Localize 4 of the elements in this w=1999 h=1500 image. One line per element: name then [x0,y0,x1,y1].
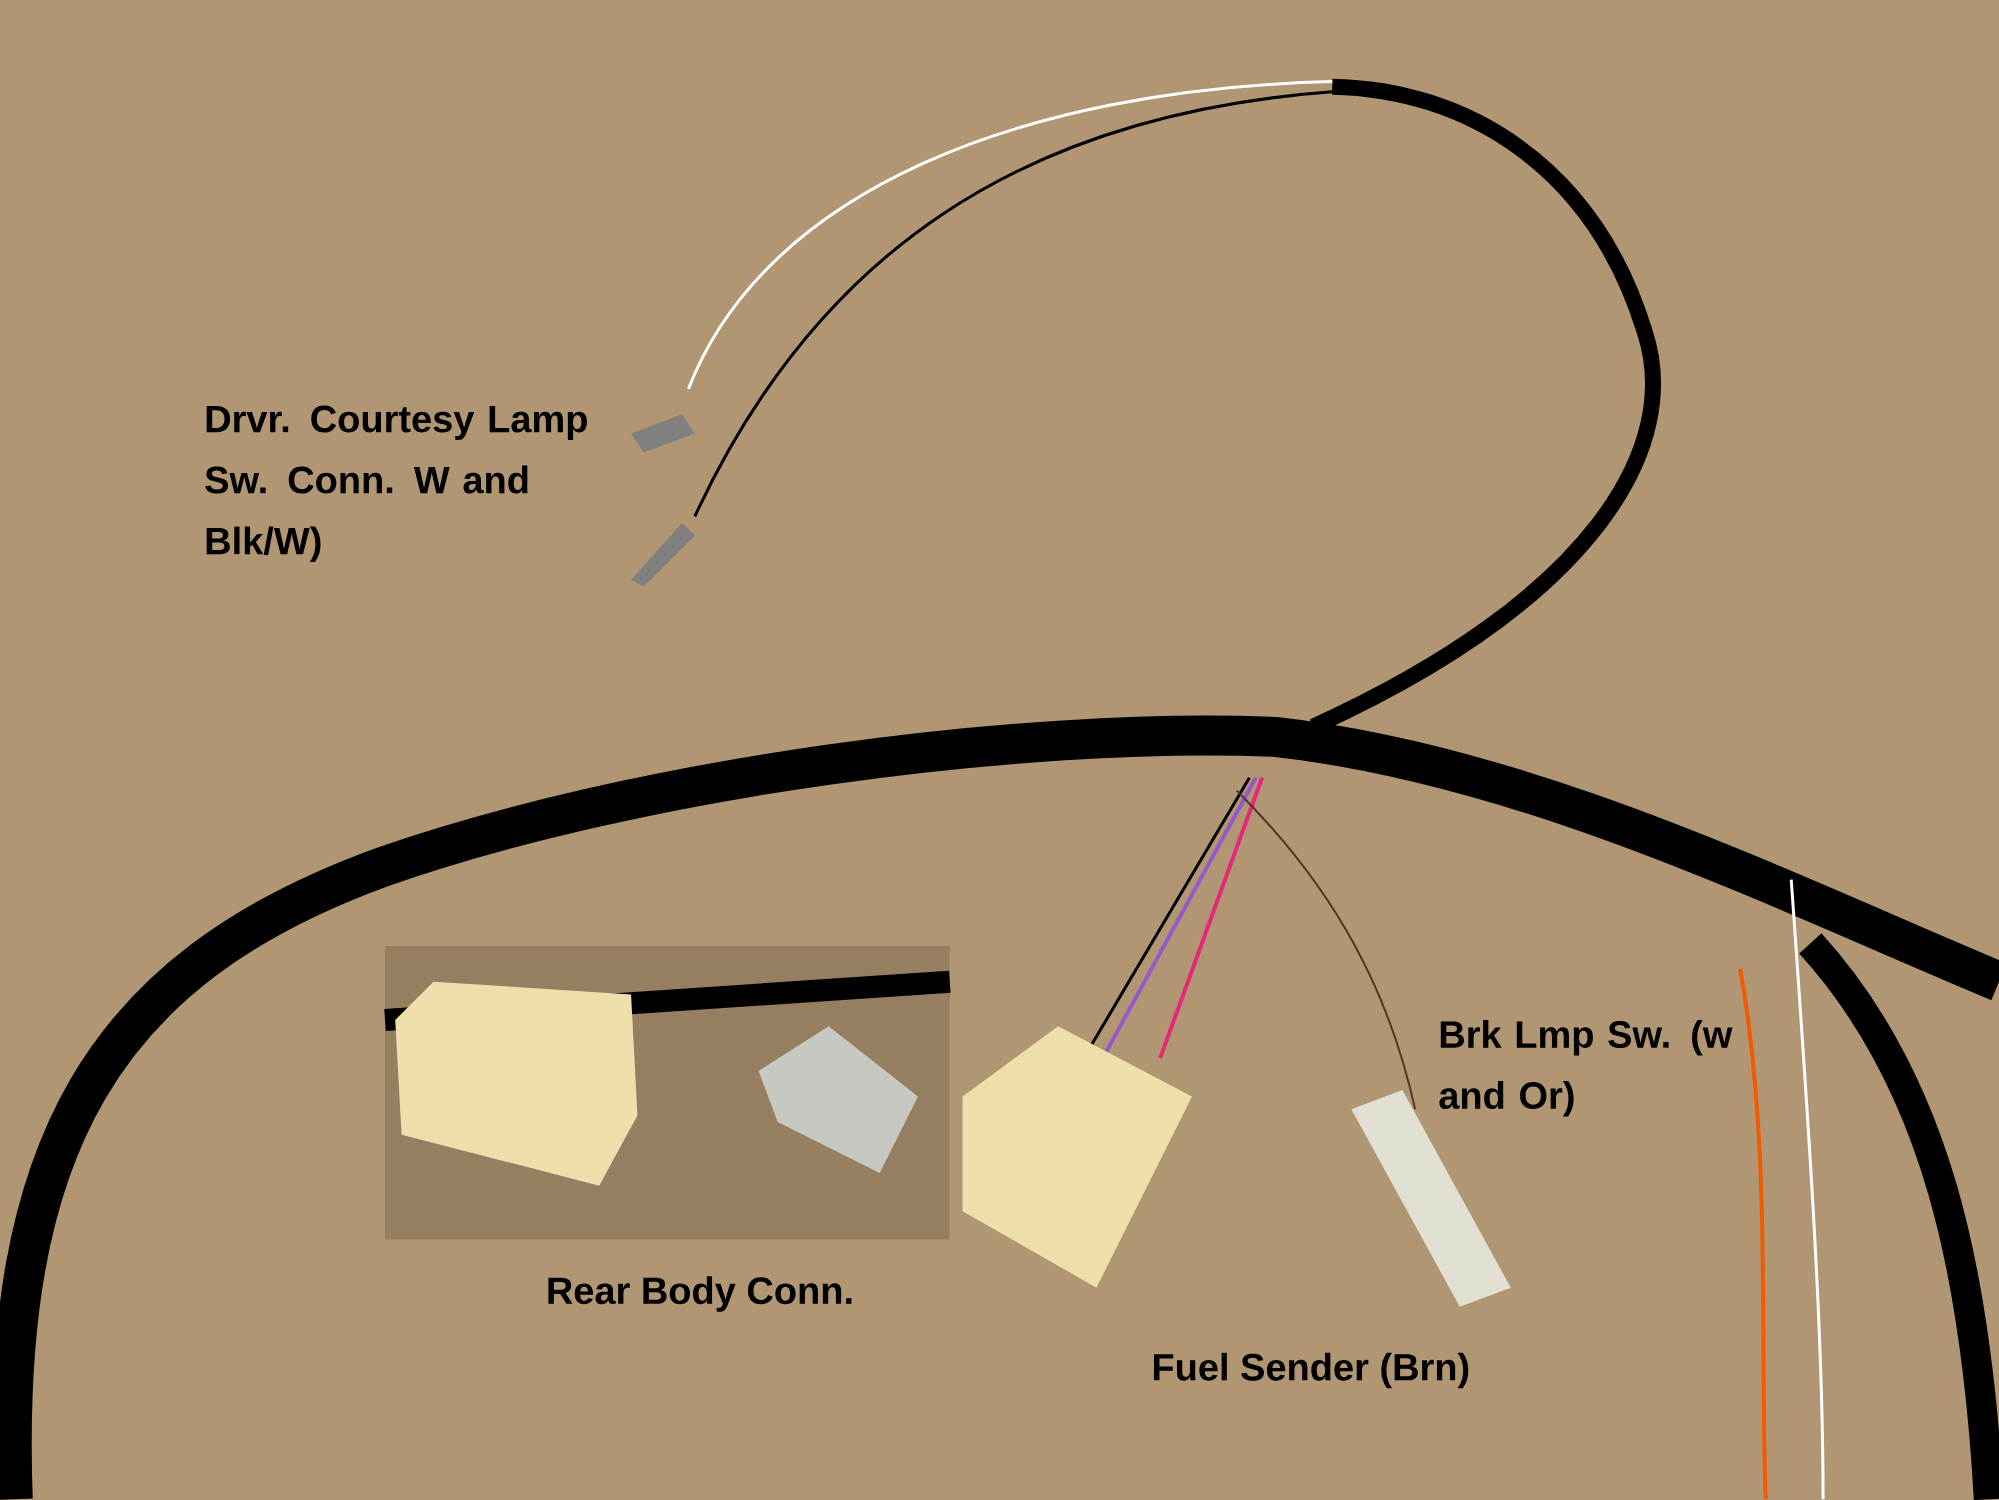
label: Brk Lmp Sw. (w and Or) [1439,1020,1733,1117]
label: Rear Body Conn. [548,1276,852,1312]
label: Fuel Sender (Brn) [1153,1352,1469,1389]
label: Drvr. Courtesy Lamp Sw. Conn. W and Blk/W) [205,405,587,563]
